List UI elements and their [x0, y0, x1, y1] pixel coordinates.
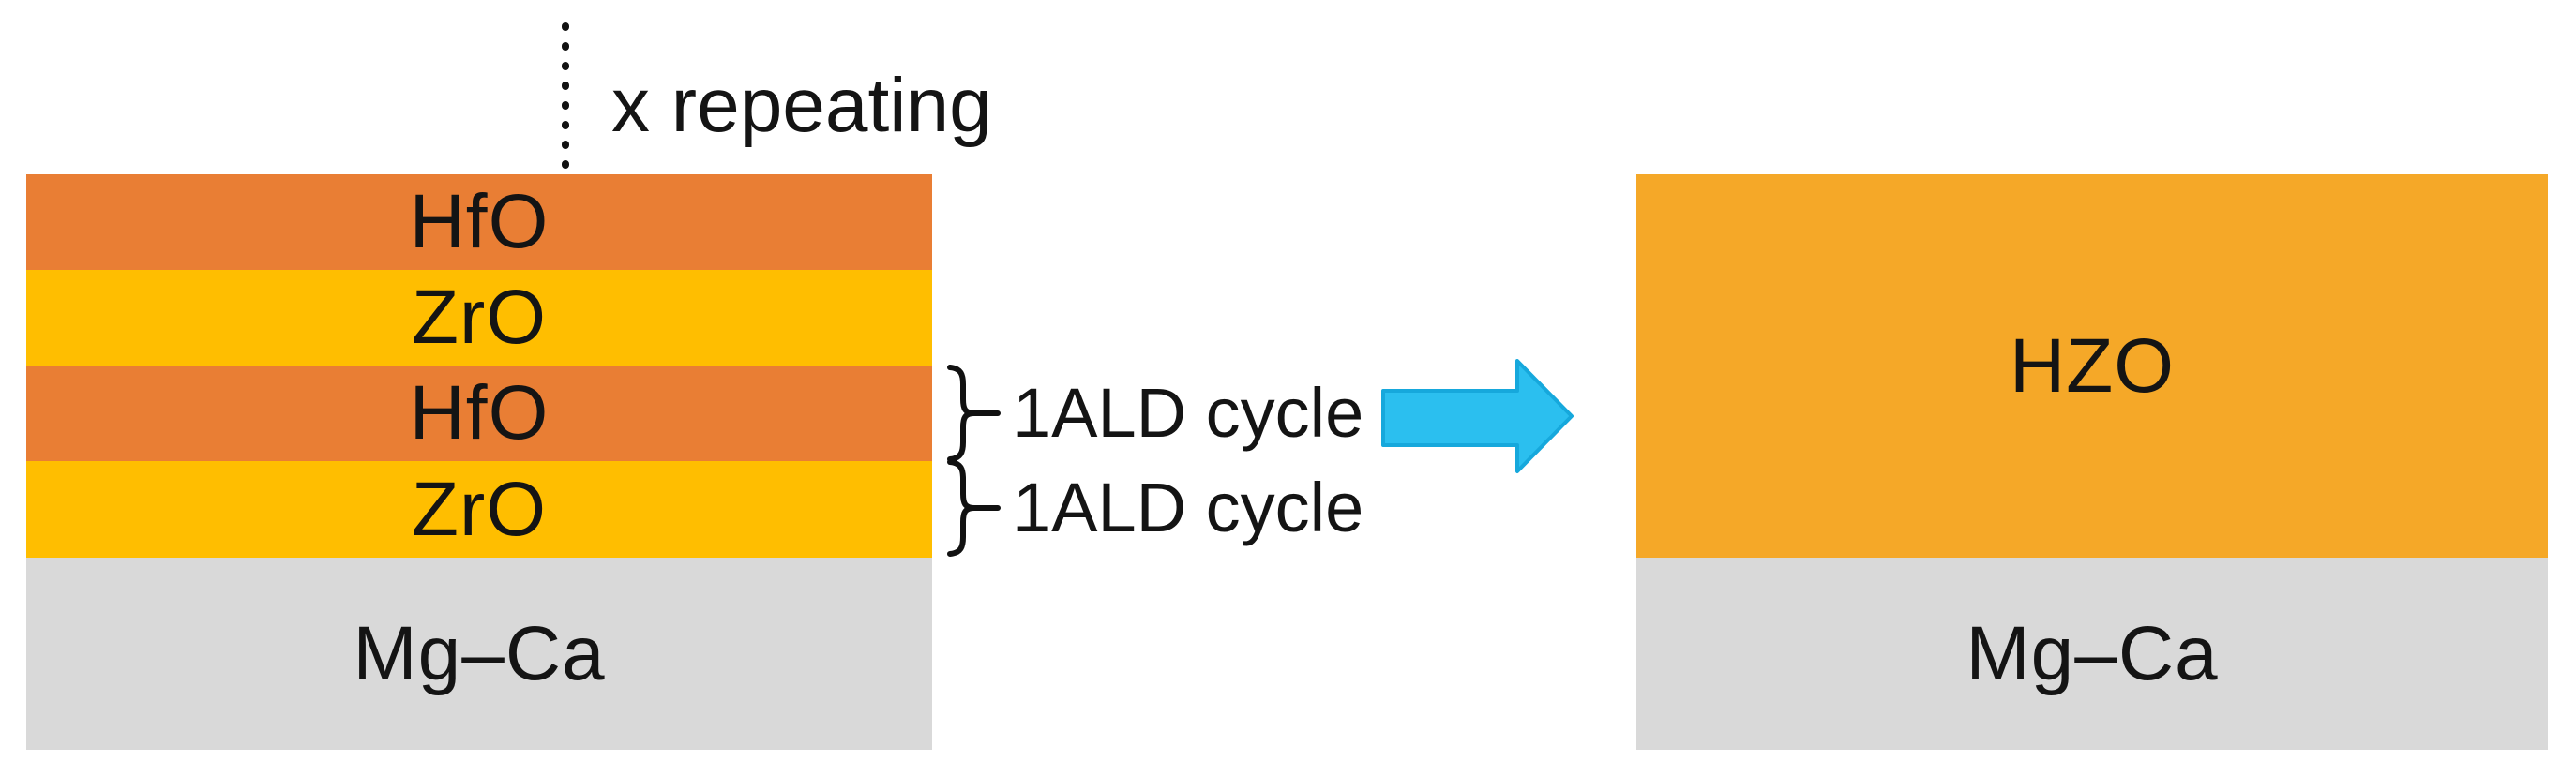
layer-zro-2: ZrO	[26, 461, 932, 558]
layer-zro-1-label: ZrO	[411, 275, 548, 360]
layer-hfo-1: HfO	[26, 174, 932, 270]
layer-hfo-1-label: HfO	[409, 179, 550, 264]
substrate-mgca-right-label: Mg–Ca	[1966, 610, 2219, 696]
substrate-mgca-right: Mg–Ca	[1636, 558, 2548, 750]
ald-cycle-label-1: 1ALD cycle	[1013, 374, 1364, 452]
ald-cycle-label-2: 1ALD cycle	[1013, 469, 1364, 546]
substrate-mgca-left: Mg–Ca	[26, 558, 932, 750]
process-arrow-icon	[1381, 359, 1574, 473]
layer-hfo-2: HfO	[26, 366, 932, 461]
ald-cycle-brace-2-icon	[947, 459, 1001, 557]
right-layer-stack: HZO Mg–Ca	[1636, 174, 2548, 750]
layer-hfo-2-label: HfO	[409, 370, 550, 455]
substrate-mgca-left-label: Mg–Ca	[353, 610, 606, 696]
ald-cycle-brace-1-icon	[947, 365, 1001, 462]
layer-zro-1: ZrO	[26, 270, 932, 366]
layer-zro-2-label: ZrO	[411, 466, 548, 552]
film-hzo-label: HZO	[2009, 322, 2176, 409]
repeat-annotation-label: x repeating	[611, 63, 992, 148]
film-hzo: HZO	[1636, 174, 2548, 558]
left-layer-stack: HfO ZrO HfO ZrO Mg–Ca	[26, 174, 932, 750]
